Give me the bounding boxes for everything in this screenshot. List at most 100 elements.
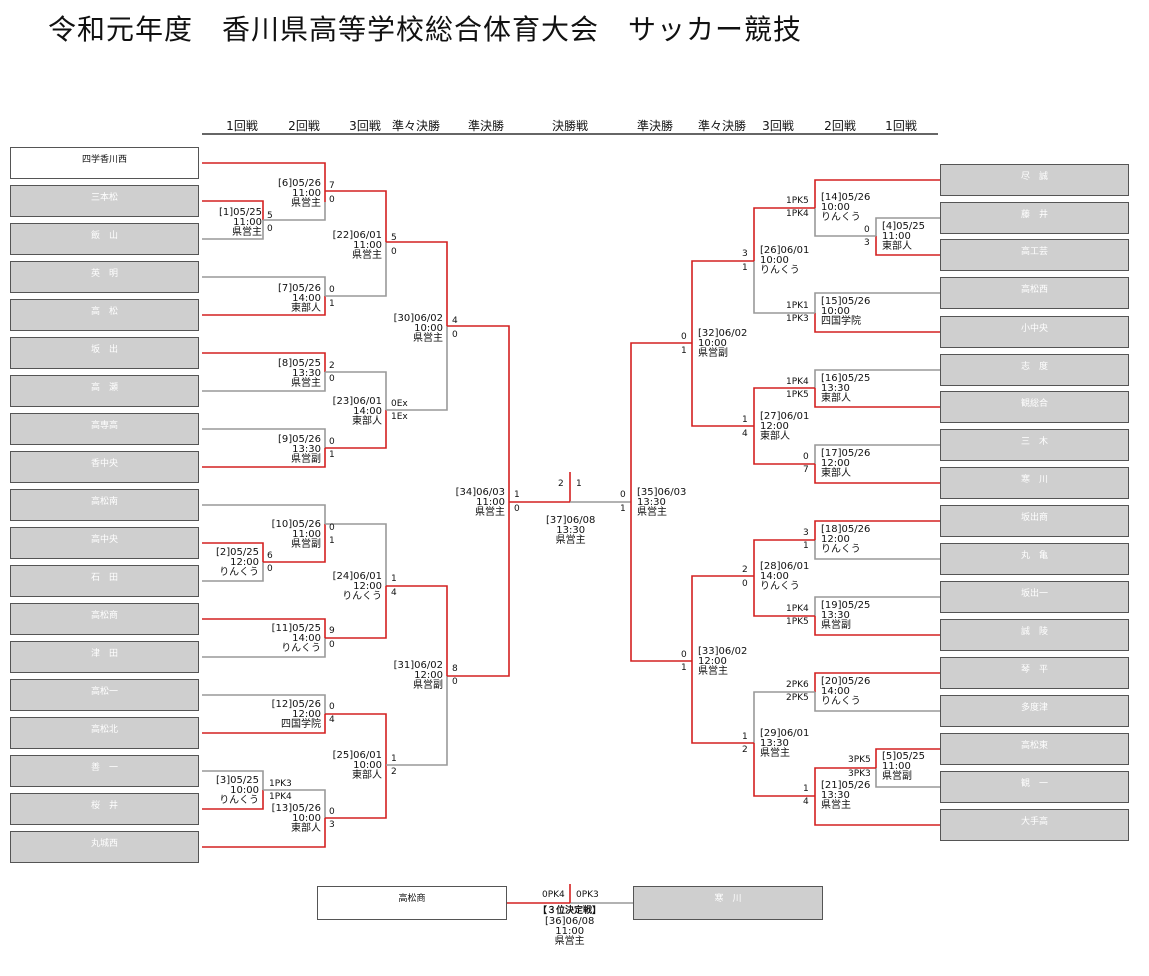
score-19-a: 1PK4 xyxy=(786,604,809,614)
score-13-b: 3 xyxy=(329,820,335,830)
line-l-m2 xyxy=(263,524,326,563)
line-r-m20 xyxy=(753,691,815,743)
third-place-team-right: 寒 川 xyxy=(633,886,823,920)
line-r-sf-bot xyxy=(630,502,692,662)
round-label-right-qf: 準々決勝 xyxy=(697,119,747,133)
team-r-5: 小中央 xyxy=(940,316,1129,348)
round-label-right-r1: 1回戦 xyxy=(885,119,917,133)
line-r-m15 xyxy=(753,261,815,314)
score-9-a: 0 xyxy=(329,437,335,447)
score-22-a: 5 xyxy=(391,233,397,243)
score-16-a: 1PK4 xyxy=(786,377,809,387)
score-32-a: 0 xyxy=(681,332,687,342)
score-20-a: 2PK6 xyxy=(786,680,809,690)
match-info-29: [29]06/01 13:30 県営主 xyxy=(760,728,810,759)
line-l-m25 xyxy=(386,676,448,766)
score-34-b: 0 xyxy=(514,504,520,514)
line-l-t3 xyxy=(202,220,264,240)
score-21-a: 1 xyxy=(803,784,809,794)
team-r-15: 多度津 xyxy=(940,695,1129,727)
match-info-14: [14]05/26 10:00 りんくう xyxy=(821,192,871,223)
match-info-34: [34]06/03 11:00 県営主 xyxy=(455,487,505,518)
line-l-m22 xyxy=(386,241,448,326)
line-l-m23 xyxy=(386,326,448,411)
score-20-b: 2PK5 xyxy=(786,693,809,703)
round-label-final: 決勝戦 xyxy=(551,119,589,133)
team-l-8: 高専高 xyxy=(10,413,199,445)
line-r-t15 xyxy=(814,692,940,712)
team-l-3: 飯 山 xyxy=(10,223,199,255)
match-info-28: [28]06/01 14:00 りんくう xyxy=(760,561,810,592)
match-info-15: [15]05/26 10:00 四国学院 xyxy=(821,296,871,327)
team-r-3: 高工芸 xyxy=(940,239,1129,271)
match-info-27: [27]06/01 12:00 東部人 xyxy=(760,411,810,442)
match-info-2: [2]05/25 12:00 りんくう xyxy=(216,547,259,578)
score-33-b: 1 xyxy=(681,663,687,673)
round-label-left-r1: 1回戦 xyxy=(226,119,258,133)
line-l-t1 xyxy=(202,162,326,202)
line-r-m21 xyxy=(753,743,815,797)
score-21-b: 4 xyxy=(803,797,809,807)
score-8-b: 0 xyxy=(329,374,335,384)
score-22-b: 0 xyxy=(391,247,397,257)
team-r-10: 坂出商 xyxy=(940,505,1129,537)
score-11-a: 9 xyxy=(329,626,335,636)
line-r-t13 xyxy=(814,616,940,636)
score-28-a: 2 xyxy=(742,565,748,575)
team-r-18: 大手高 xyxy=(940,809,1129,841)
score-5-b: 3PK3 xyxy=(848,769,871,779)
team-l-16: 高松北 xyxy=(10,717,199,749)
line-r-t6 xyxy=(814,369,940,388)
line-l-m7 xyxy=(325,242,387,297)
round-label-left-r2: 2回戦 xyxy=(288,119,320,133)
line-r-m14 xyxy=(753,207,815,261)
page-title: 令和元年度 香川県高等学校総合体育大会 サッカー競技 xyxy=(48,13,803,46)
line-l-t6 xyxy=(202,352,326,372)
score-12-b: 4 xyxy=(329,715,335,725)
match-info-32: [32]06/02 10:00 県営副 xyxy=(698,328,748,359)
line-r-t14 xyxy=(814,672,940,692)
round-label-left-qf: 準々決勝 xyxy=(391,119,441,133)
team-r-11: 丸 亀 xyxy=(940,543,1129,575)
line-l-t12 xyxy=(202,562,264,582)
score-27-a: 1 xyxy=(742,415,748,425)
team-r-14: 琴 平 xyxy=(940,657,1129,689)
score-1-a: 5 xyxy=(267,211,273,221)
team-l-14: 津 田 xyxy=(10,641,199,673)
score-16-b: 1PK5 xyxy=(786,390,809,400)
match-info-35: [35]06/03 13:30 県営主 xyxy=(637,487,687,518)
line-l-m6 xyxy=(325,190,387,242)
match-info-30: [30]06/02 10:00 県営主 xyxy=(393,313,443,344)
line-r-m16 xyxy=(753,387,815,426)
round-label-left-r3: 3回戦 xyxy=(349,119,381,133)
line-r-t16 xyxy=(875,748,940,768)
score-31-b: 0 xyxy=(452,677,458,687)
line-l-m31 xyxy=(447,502,510,677)
third-place-label: 【３位決定戦】 xyxy=(538,906,602,916)
line-l-t14 xyxy=(202,638,326,658)
score-2-a: 6 xyxy=(267,551,273,561)
line-l-t11 xyxy=(202,542,264,562)
team-l-19: 丸城西 xyxy=(10,831,199,863)
team-r-13: 誠 陵 xyxy=(940,619,1129,651)
score-3-a: 1PK3 xyxy=(269,779,292,789)
score-25-b: 2 xyxy=(391,767,397,777)
match-info-16: [16]05/25 13:30 東部人 xyxy=(821,373,871,404)
score-28-b: 0 xyxy=(742,579,748,589)
third-place-score-right: 0PK3 xyxy=(576,890,599,900)
score-33-a: 0 xyxy=(681,650,687,660)
match-info-37: [37]06/08 13:30 県営主 xyxy=(546,515,596,546)
match-info-24: [24]06/01 12:00 りんくう xyxy=(332,571,382,602)
score-5-a: 3PK5 xyxy=(848,755,871,765)
line-l-t2 xyxy=(202,200,264,220)
score-26-a: 3 xyxy=(742,249,748,259)
line-r-m17 xyxy=(753,426,815,465)
line-r-m18 xyxy=(753,539,815,576)
team-r-16: 高松東 xyxy=(940,733,1129,765)
line-l-m24 xyxy=(386,585,448,676)
line-l-t15 xyxy=(202,694,326,714)
line-r-m28 xyxy=(691,575,754,661)
team-r-12: 坂出一 xyxy=(940,581,1129,613)
team-l-13: 高松商 xyxy=(10,603,199,635)
score-4-b: 3 xyxy=(864,238,870,248)
